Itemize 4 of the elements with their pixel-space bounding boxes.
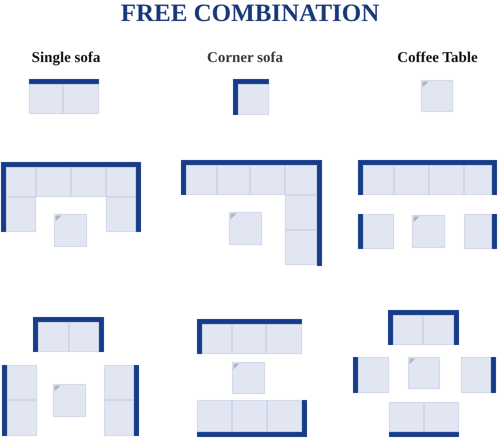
item-heading: Single sofa (32, 50, 100, 67)
title: FREE COMBINATION (120, 0, 380, 28)
item-heading: Corner sofa (207, 50, 283, 67)
item-heading: Coffee Table (397, 50, 478, 67)
